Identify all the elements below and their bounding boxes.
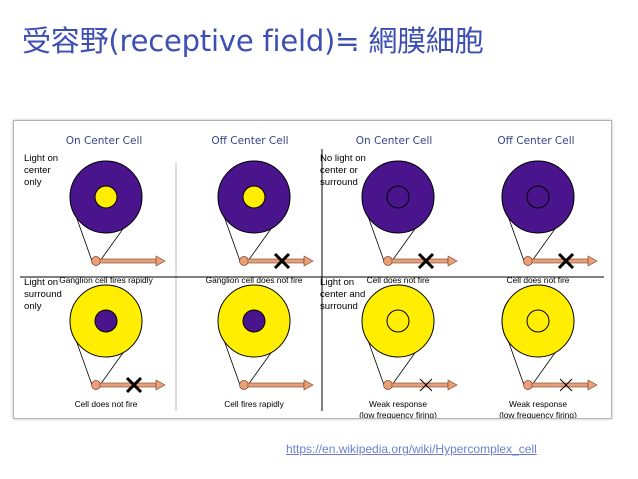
response-caption: Weak response <box>509 399 567 409</box>
center-region <box>526 309 550 333</box>
axon-arrow <box>447 255 458 267</box>
center-region <box>242 309 266 333</box>
stimulus-label: center and <box>320 289 365 300</box>
center-region <box>94 185 118 209</box>
stimulus-label: Light on <box>24 153 58 164</box>
ganglion-cell <box>383 380 393 390</box>
center-region <box>526 185 550 209</box>
stimulus-label: Light on <box>24 277 58 288</box>
ganglion-cell <box>523 380 533 390</box>
ganglion-cell <box>91 380 101 390</box>
no-fire-mark <box>419 378 433 392</box>
no-fire-mark <box>559 378 573 392</box>
column-header: On Center Cell <box>356 135 433 147</box>
axon <box>99 382 157 388</box>
stimulus-label: surround <box>24 289 62 300</box>
center-region <box>386 185 410 209</box>
ganglion-cell <box>239 256 249 266</box>
axon <box>531 382 589 388</box>
receptive-field-figure: On Center Cell Off Center Cell On Center C… <box>13 120 612 419</box>
column-header: On Center Cell <box>66 135 143 147</box>
response-caption: Cell does not fire <box>367 275 430 285</box>
axon-arrow <box>447 379 458 391</box>
response-caption: (low frequency firing) <box>499 410 577 418</box>
receptive-field-cell: Ganglion cell does not fire <box>206 160 314 285</box>
column-header: Off Center Cell <box>497 135 574 147</box>
center-region <box>386 309 410 333</box>
center-region <box>242 185 266 209</box>
axon-arrow <box>155 379 166 391</box>
ganglion-cell <box>239 380 249 390</box>
ganglion-cell <box>523 256 533 266</box>
response-caption: Cell does not fire <box>507 275 570 285</box>
no-fire-mark <box>417 252 435 270</box>
stimulus-label: surround <box>320 177 358 188</box>
axon <box>531 258 589 264</box>
response-caption: Weak response <box>369 399 427 409</box>
center-region <box>94 309 118 333</box>
ganglion-cell <box>91 256 101 266</box>
axon-arrow <box>587 379 598 391</box>
response-caption: Ganglion cell fires rapidly <box>59 275 153 285</box>
stimulus-label: surround <box>320 301 358 312</box>
receptive-field-cell: Cell does not fire <box>501 160 598 285</box>
receptive-field-cell: Cell fires rapidly <box>217 284 314 409</box>
axon <box>247 382 305 388</box>
stimulus-label: only <box>24 301 42 312</box>
response-caption: Cell does not fire <box>75 399 138 409</box>
axon <box>391 258 449 264</box>
response-caption: Cell fires rapidly <box>224 399 284 409</box>
stimulus-label: center or <box>320 165 359 176</box>
axon <box>99 258 157 264</box>
stimulus-label: No light on <box>320 153 366 164</box>
response-caption: (low frequency firing) <box>359 410 437 418</box>
stimulus-label: only <box>24 177 42 188</box>
response-caption: Ganglion cell does not fire <box>206 275 303 285</box>
no-fire-mark <box>125 376 143 394</box>
axon-arrow <box>303 255 314 267</box>
stimulus-label: center <box>24 165 51 176</box>
stimulus-label: Light on <box>320 277 354 288</box>
axon-arrow <box>303 379 314 391</box>
receptive-field-diagram: On Center Cell Off Center Cell On Center C… <box>20 135 604 418</box>
source-link[interactable]: https://en.wikipedia.org/wiki/Hypercompl… <box>286 442 537 456</box>
axon-arrow <box>587 255 598 267</box>
column-header: Off Center Cell <box>211 135 288 147</box>
axon <box>247 258 305 264</box>
slide-title: 受容野(receptive field)≒ 網膜細胞 <box>22 24 484 58</box>
no-fire-mark <box>557 252 575 270</box>
no-fire-mark <box>273 252 291 270</box>
receptive-field-cell: Weak response(low frequency firing) <box>499 284 598 418</box>
axon-arrow <box>155 255 166 267</box>
ganglion-cell <box>383 256 393 266</box>
axon <box>391 382 449 388</box>
